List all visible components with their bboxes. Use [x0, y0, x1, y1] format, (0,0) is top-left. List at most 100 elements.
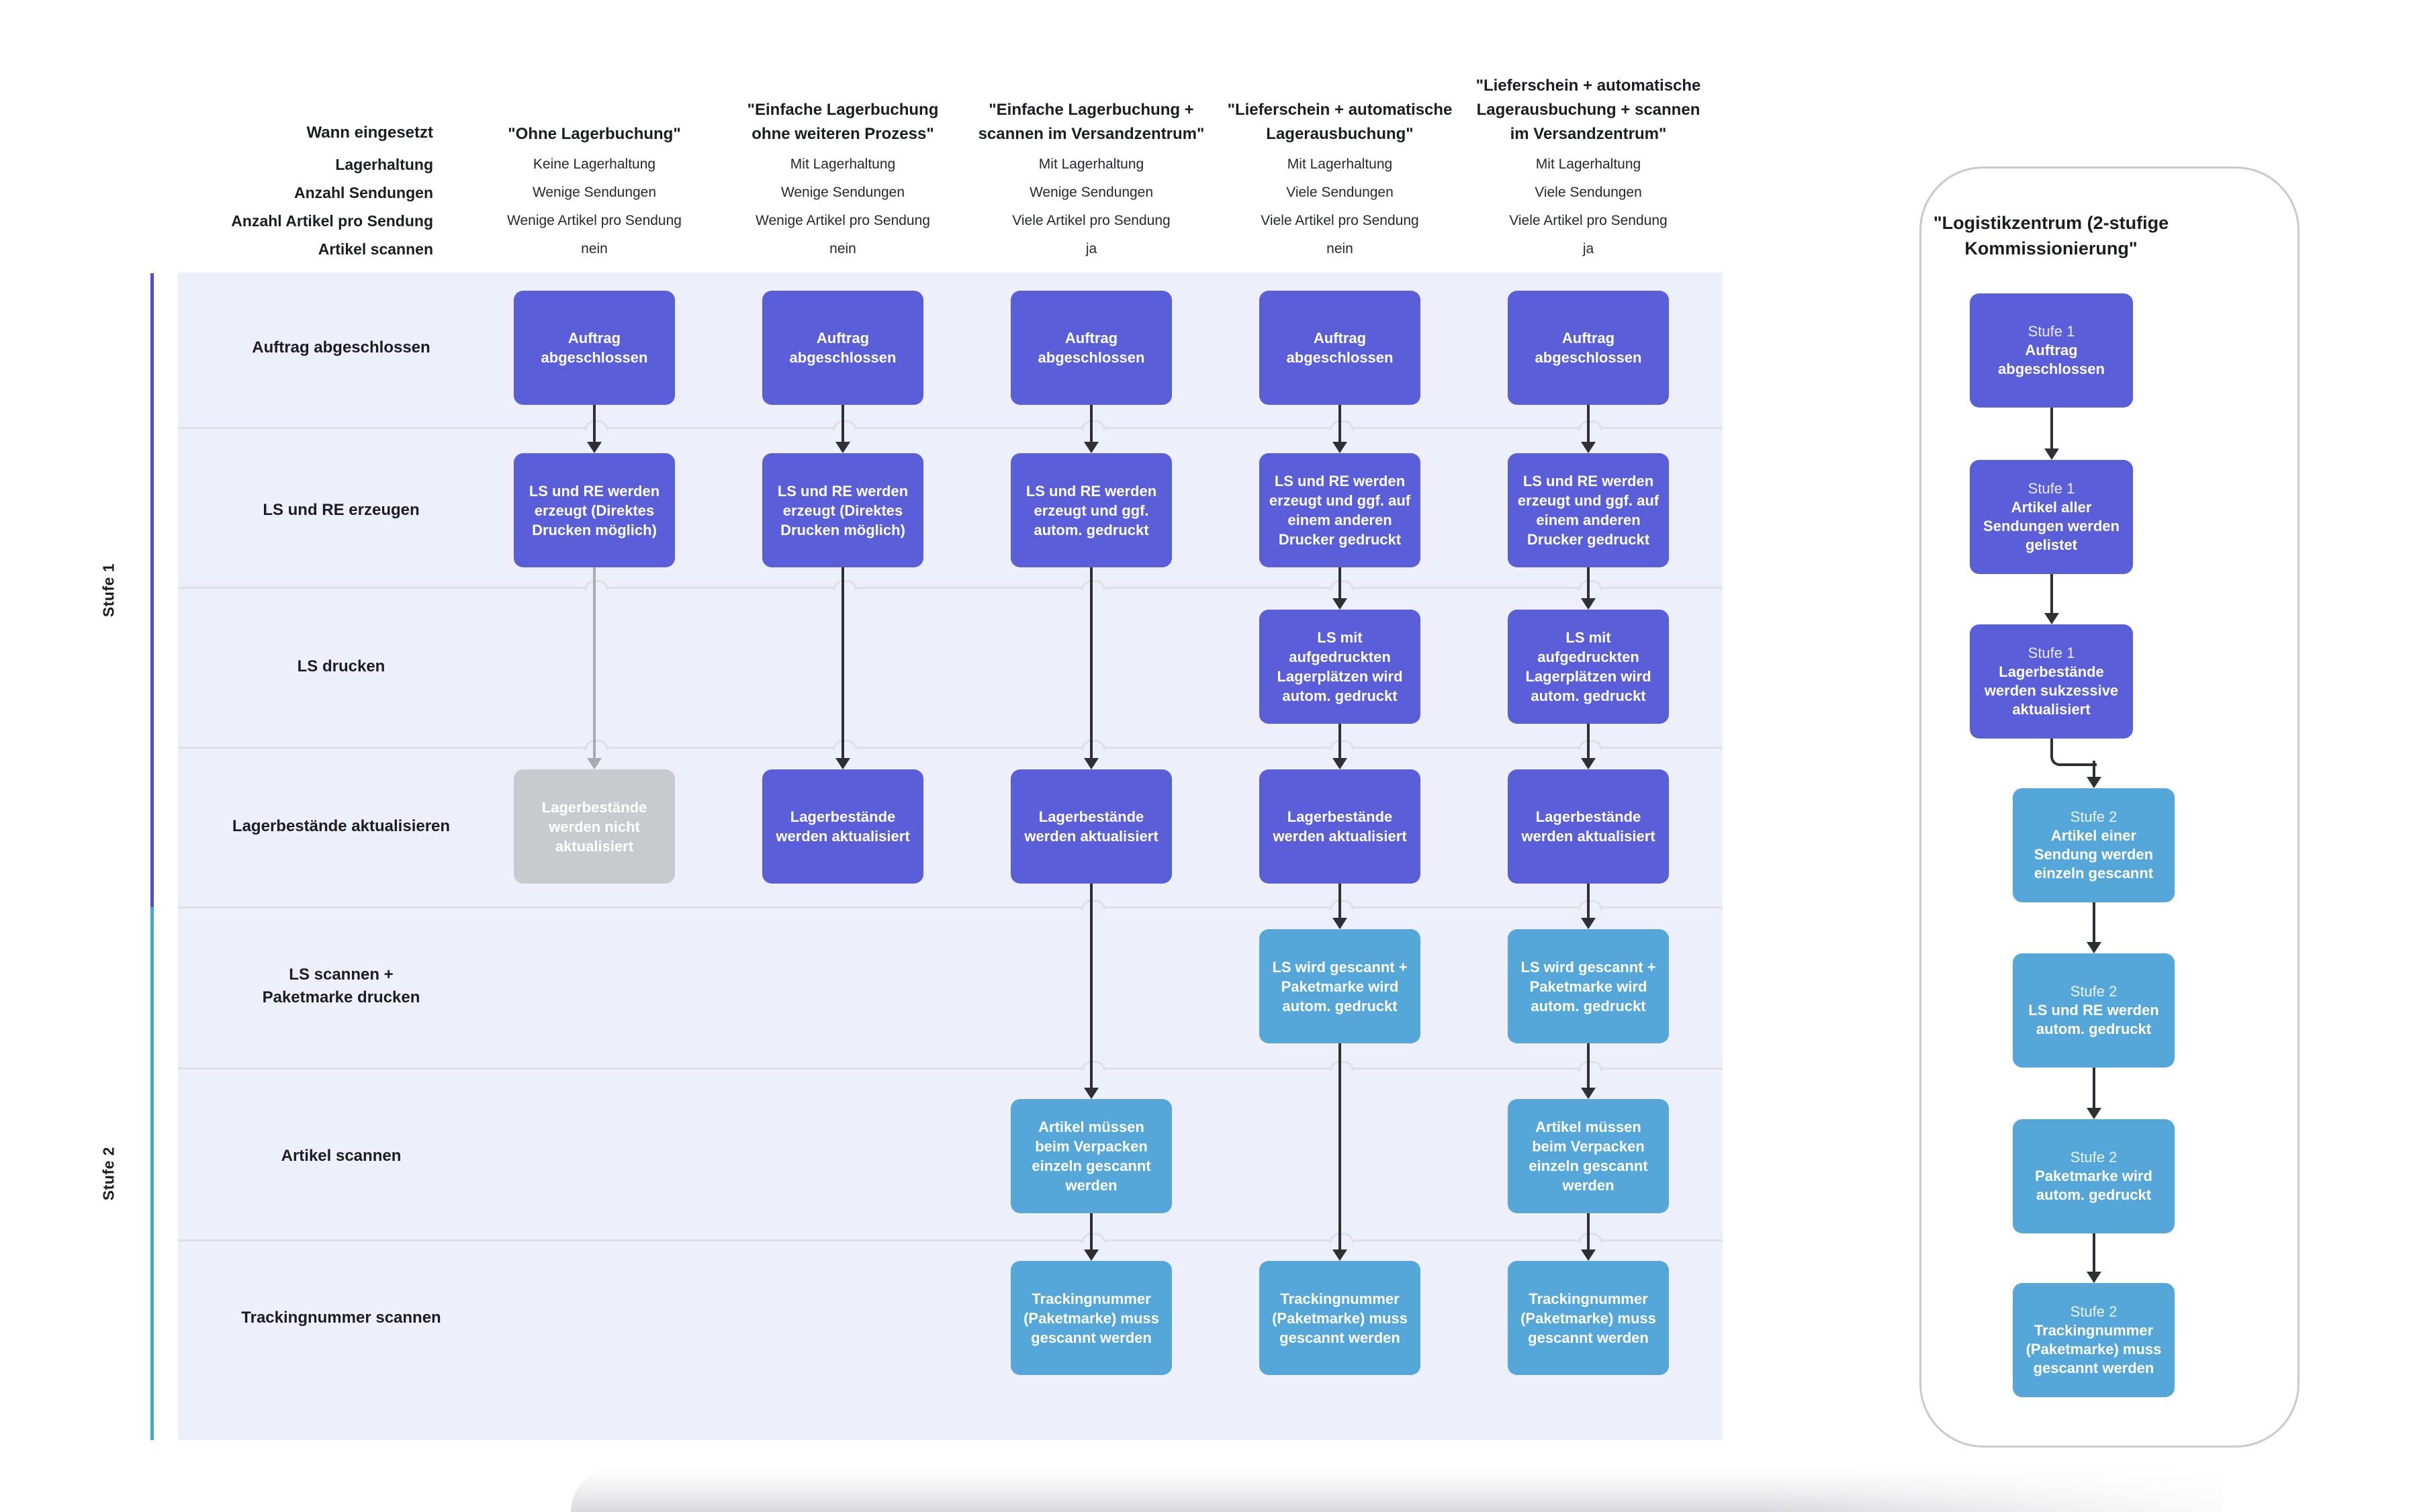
column-title: "Einfache Lagerbuchung + scannen im Vers…: [978, 101, 1205, 143]
flow-box: LS und RE werden erzeugt und ggf. auf ei…: [1508, 453, 1669, 567]
divider-jump-arc: [1330, 900, 1354, 910]
flow-box: Auftrag abgeschlossen: [1508, 291, 1669, 405]
flow-arrow-line: [841, 567, 844, 759]
column-value: Wenige Sendungen: [532, 185, 657, 200]
column-title: "Ohne Lagerbuchung": [508, 125, 681, 143]
panel-box-stage: Stufe 1: [2028, 480, 2075, 497]
flow-arrow-line: [1587, 724, 1590, 759]
bottom-shadow-fade: [1760, 1468, 2411, 1512]
flow-arrow-line: [1090, 567, 1093, 759]
flow-arrow-line: [1587, 405, 1590, 443]
process-row-label: Auftrag abgeschlossen: [252, 338, 430, 357]
divider-jump-arc: [584, 740, 608, 750]
panel-arrow-line: [2092, 761, 2095, 778]
panel-arrow-line: [2050, 408, 2053, 450]
flow-arrow-head: [1332, 598, 1347, 610]
column-value: nein: [1326, 241, 1353, 256]
column-value: Mit Lagerhaltung: [1535, 156, 1641, 172]
column-value: nein: [829, 241, 856, 256]
flow-arrow-head: [1084, 1249, 1099, 1261]
divider-jump-arc: [833, 740, 857, 750]
divider-jump-arc: [1578, 1061, 1602, 1071]
column-value: Viele Sendungen: [1286, 185, 1394, 200]
column-value: Keine Lagerhaltung: [533, 156, 656, 172]
flow-box: Auftrag abgeschlossen: [762, 291, 923, 405]
divider-jump-arc: [1578, 420, 1602, 430]
flow-box: Lagerbestände werden aktualisiert: [1259, 769, 1420, 884]
flow-arrow-head: [587, 758, 602, 769]
flow-arrow-line: [1338, 884, 1341, 919]
flow-arrow-line: [1090, 405, 1093, 443]
column-value: Mit Lagerhaltung: [790, 156, 896, 172]
flow-arrow-head: [1332, 1249, 1347, 1261]
flow-box: LS wird gescannt + Paketmarke wird autom…: [1508, 929, 1669, 1043]
panel-box-stage: Stufe 1: [2028, 645, 2075, 661]
flow-box: Auftrag abgeschlossen: [1011, 291, 1172, 405]
column-value: Viele Artikel pro Sendung: [1509, 213, 1668, 228]
panel-arrow-line: [2092, 902, 2095, 943]
divider-jump-arc: [1330, 1061, 1354, 1071]
header-row-label: Anzahl Sendungen: [294, 184, 433, 201]
divider-jump-arc: [1081, 420, 1105, 430]
stage1-rail: [150, 273, 154, 907]
flow-arrow-head: [1581, 1088, 1596, 1099]
column-value: Wenige Artikel pro Sendung: [507, 213, 682, 228]
panel-box-stage: Stufe 2: [2070, 808, 2118, 825]
flow-arrow-line: [1587, 884, 1590, 919]
flow-box: Lagerbestände werden nicht aktualisiert: [514, 769, 675, 884]
header-row-label: Wann eingesetzt: [306, 124, 433, 142]
lane-divider: [178, 906, 1723, 908]
column-title: "Lieferschein + automatische Lagerausbuc…: [1227, 101, 1453, 143]
process-row-label: LS drucken: [297, 657, 385, 675]
flow-arrow-line: [1587, 1043, 1590, 1089]
flow-arrow-head: [1581, 442, 1596, 453]
lane-divider: [178, 747, 1723, 749]
flow-box: Lagerbestände werden aktualisiert: [1011, 769, 1172, 884]
flow-arrow-head: [1332, 758, 1347, 769]
flow-arrow-head: [1084, 442, 1099, 453]
column-value: Wenige Sendungen: [1029, 185, 1154, 200]
lane-divider: [178, 1239, 1723, 1241]
divider-jump-arc: [1578, 580, 1602, 590]
panel-arrow-line: [2092, 1233, 2095, 1273]
panel-arrow-head: [2086, 777, 2101, 788]
process-row-label: Trackingnummer scannen: [241, 1309, 441, 1327]
column-value: Wenige Artikel pro Sendung: [756, 213, 930, 228]
divider-jump-arc: [584, 580, 608, 590]
process-row-label: LS scannen + Paketmarke drucken: [262, 965, 420, 1006]
flow-arrow-line: [841, 405, 844, 443]
flow-arrow-line: [1090, 884, 1093, 1089]
flow-box: Trackingnummer (Paketmarke) muss gescann…: [1508, 1261, 1669, 1375]
flow-box: LS und RE werden erzeugt und ggf. autom.…: [1011, 453, 1172, 567]
flow-box: LS mit aufgedruckten Lagerplätzen wird a…: [1508, 610, 1669, 724]
divider-jump-arc: [1578, 740, 1602, 750]
flow-arrow-head: [1581, 1249, 1596, 1261]
flow-arrow-line: [1338, 724, 1341, 759]
flow-arrow-head: [1581, 918, 1596, 929]
column-value: Viele Sendungen: [1535, 185, 1642, 200]
lane-band: [178, 273, 1723, 1440]
flow-box: Trackingnummer (Paketmarke) muss gescann…: [1011, 1261, 1172, 1375]
column-title: "Einfache Lagerbuchung ohne weiteren Pro…: [747, 101, 939, 143]
panel-box-stage: Stufe 2: [2070, 1303, 2118, 1320]
flow-arrow-head: [1332, 918, 1347, 929]
divider-jump-arc: [1081, 1233, 1105, 1243]
flow-arrow-line: [1587, 1213, 1590, 1251]
divider-jump-arc: [1081, 900, 1105, 910]
panel-arrow-line: [2092, 1068, 2095, 1109]
flow-arrow-head: [1084, 758, 1099, 769]
flow-arrow-head: [1084, 1088, 1099, 1099]
divider-jump-arc: [833, 580, 857, 590]
flow-box: Artikel müssen beim Verpacken einzeln ge…: [1508, 1099, 1669, 1213]
flow-box: LS und RE werden erzeugt und ggf. auf ei…: [1259, 453, 1420, 567]
process-row-label: LS und RE erzeugen: [263, 501, 420, 519]
flow-box: LS und RE werden erzeugt (Direktes Druck…: [514, 453, 675, 567]
stage-label-1: Stufe 1: [99, 563, 118, 617]
flow-box: Lagerbestände werden aktualisiert: [1508, 769, 1669, 884]
flow-arrow-head: [1581, 758, 1596, 769]
